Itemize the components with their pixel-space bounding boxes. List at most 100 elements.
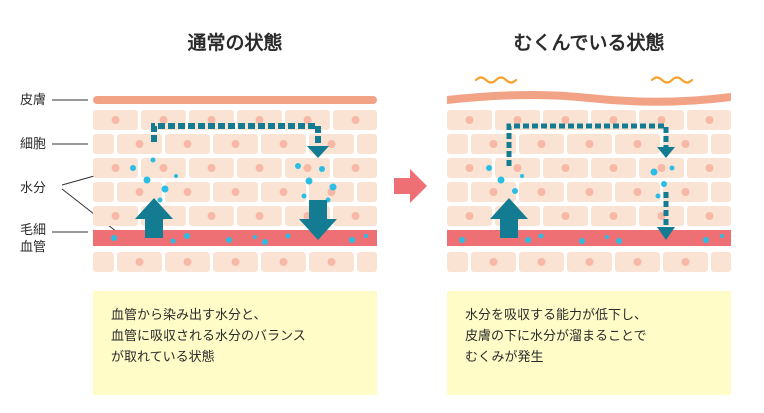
blood-water-dots-swollen: [459, 233, 724, 244]
cell-nucleus: [135, 258, 144, 266]
cell-nucleus: [609, 212, 618, 220]
cell: [357, 182, 377, 202]
cell-nucleus: [279, 140, 288, 148]
caption-swollen-line-3: むくみが発生: [465, 350, 544, 365]
down-arrow-icon: [299, 200, 337, 240]
cell-nucleus: [135, 140, 144, 148]
cell-nucleus: [159, 116, 168, 124]
cell-nucleus: [585, 258, 594, 266]
cell-nucleus: [489, 140, 498, 148]
cell: [447, 134, 468, 154]
cell-nucleus: [705, 212, 714, 220]
cell-nucleus: [585, 140, 594, 148]
cell-nucleus: [537, 188, 546, 196]
up-arrow-icon-swollen: [490, 198, 528, 238]
cell-nucleus: [633, 140, 642, 148]
capillary-swollen: [447, 230, 731, 246]
transition-arrow-icon: [394, 169, 427, 203]
panel-normal-diagram: [93, 96, 377, 272]
cell: [711, 252, 731, 272]
cell-nucleus: [279, 258, 288, 266]
cell-nucleus: [351, 212, 360, 220]
panel-title-normal: 通常の状態: [187, 32, 283, 54]
cell-nucleus: [585, 188, 594, 196]
cell-nucleus: [231, 188, 240, 196]
cell-nucleus: [159, 164, 168, 172]
swelling-marks: [474, 76, 694, 84]
cell-nucleus: [633, 258, 642, 266]
caption-normal-line-3: が取れている状態: [111, 350, 215, 365]
panel-swollen-diagram: [447, 76, 731, 272]
cell-nucleus: [561, 116, 570, 124]
label-capillary-line2: 血管: [20, 240, 47, 255]
caption-normal-line-1: 血管から染み出す水分と、: [111, 308, 267, 323]
blood-water-dots: [111, 233, 368, 245]
caption-swollen-line-1: 水分を吸収する能力が低下し、: [465, 308, 648, 323]
cell-nucleus: [537, 258, 546, 266]
cell-nucleus: [351, 164, 360, 172]
label-capillary: 毛細 血管: [20, 222, 46, 256]
cell-nucleus: [561, 212, 570, 220]
cell-nucleus: [303, 164, 312, 172]
label-water: 水分: [20, 181, 47, 196]
skin-layer: [93, 96, 377, 104]
cell-nucleus: [705, 164, 714, 172]
caption-swollen-line-2: 皮膚の下に水分が溜まることで: [465, 329, 647, 344]
cell-nucleus: [657, 164, 666, 172]
cell-nucleus: [327, 258, 336, 266]
caption-normal: 血管から染み出す水分と、 血管に吸収される水分のバランス が取れている状態: [93, 291, 377, 395]
cell-nucleus: [111, 164, 120, 172]
cell: [93, 134, 114, 154]
cell-nucleus: [633, 188, 642, 196]
up-arrow-icon: [135, 198, 173, 238]
cell-nucleus: [231, 140, 240, 148]
cell-nucleus: [609, 116, 618, 124]
cell: [711, 134, 731, 154]
cell: [711, 182, 731, 202]
cell-nucleus: [303, 116, 312, 124]
cell-nucleus: [513, 164, 522, 172]
cell: [357, 134, 377, 154]
cell: [357, 252, 377, 272]
label-cell: 細胞: [20, 137, 47, 152]
skin-layer-swollen: [447, 90, 731, 106]
cell-nucleus: [183, 258, 192, 266]
dashed-flow-arrow: [151, 123, 329, 158]
cell-nucleus: [657, 116, 666, 124]
cell-nucleus: [207, 212, 216, 220]
cell-nucleus: [255, 116, 264, 124]
cell-nucleus: [489, 258, 498, 266]
cell-nucleus: [279, 188, 288, 196]
cell-nucleus: [513, 116, 522, 124]
tissue-water-dots: [130, 157, 337, 203]
cell-nucleus: [207, 116, 216, 124]
cell-nucleus: [255, 212, 264, 220]
capillary: [93, 230, 377, 246]
cell-nucleus: [111, 116, 120, 124]
cell-nucleus: [537, 140, 546, 148]
cell-nucleus: [681, 188, 690, 196]
dashed-flow-arrow-swollen: [506, 123, 675, 240]
cell-nucleus: [465, 116, 474, 124]
label-capillary-line1: 毛細: [20, 223, 47, 238]
cell-nucleus: [705, 116, 714, 124]
label-skin: 皮膚: [20, 93, 47, 108]
panel-title-swollen: むくんでいる状態: [513, 32, 665, 54]
cell-nucleus: [489, 188, 498, 196]
caption-normal-line-2: 血管に吸収される水分のバランス: [111, 329, 306, 344]
cell-grid-swollen: [447, 110, 731, 272]
cell-nucleus: [183, 140, 192, 148]
cell-nucleus: [111, 212, 120, 220]
cell-nucleus: [183, 188, 192, 196]
cell: [93, 182, 114, 202]
cell-nucleus: [327, 140, 336, 148]
cell-nucleus: [351, 116, 360, 124]
caption-swollen: 水分を吸収する能力が低下し、 皮膚の下に水分が溜まることで むくみが発生: [447, 291, 731, 395]
cell-nucleus: [609, 164, 618, 172]
cell: [93, 252, 114, 272]
cell-nucleus: [255, 164, 264, 172]
cell-grid: [93, 110, 377, 272]
cell-nucleus: [681, 258, 690, 266]
cell-nucleus: [681, 140, 690, 148]
